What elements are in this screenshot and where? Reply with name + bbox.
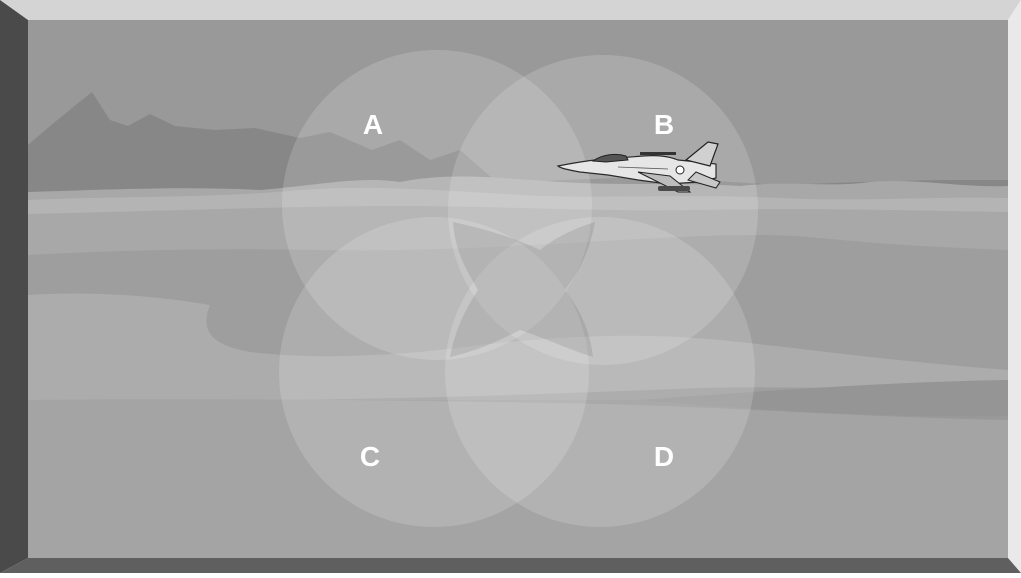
dunes-foreground-shadow [640,380,1008,417]
jet-canopy [591,153,629,163]
fighter-jet-icon [556,141,721,193]
dunes-foreground [28,399,1008,558]
venn-set-c-circle [279,217,589,527]
jet-tail-fin [684,141,719,167]
venn-label-a: A [363,109,383,140]
jet-roundel [675,165,685,175]
venn-set-d-circle [445,217,755,527]
venn-labels: A B C D [360,109,674,472]
frame-right [1008,0,1021,573]
venn-set-b-circle [448,55,758,365]
dunes-light-band [28,293,1008,404]
jet-missile [640,152,676,155]
venn-center-overlap [450,222,595,357]
landscape-background [28,20,1008,558]
venn-circles [279,50,758,527]
venn-label-b: B [654,109,674,140]
venn-label-d: D [654,441,674,472]
jet-stabilizer [687,171,721,189]
venn-label-c: C [360,441,380,472]
frame-top [0,0,1021,20]
dunes-ridge-light [28,187,1008,214]
jet-panel-line [617,166,669,170]
frame-left [0,0,28,573]
jet-fuel-tank [658,186,690,191]
venn-set-a-circle [282,50,592,360]
frame-bottom [0,558,1021,573]
